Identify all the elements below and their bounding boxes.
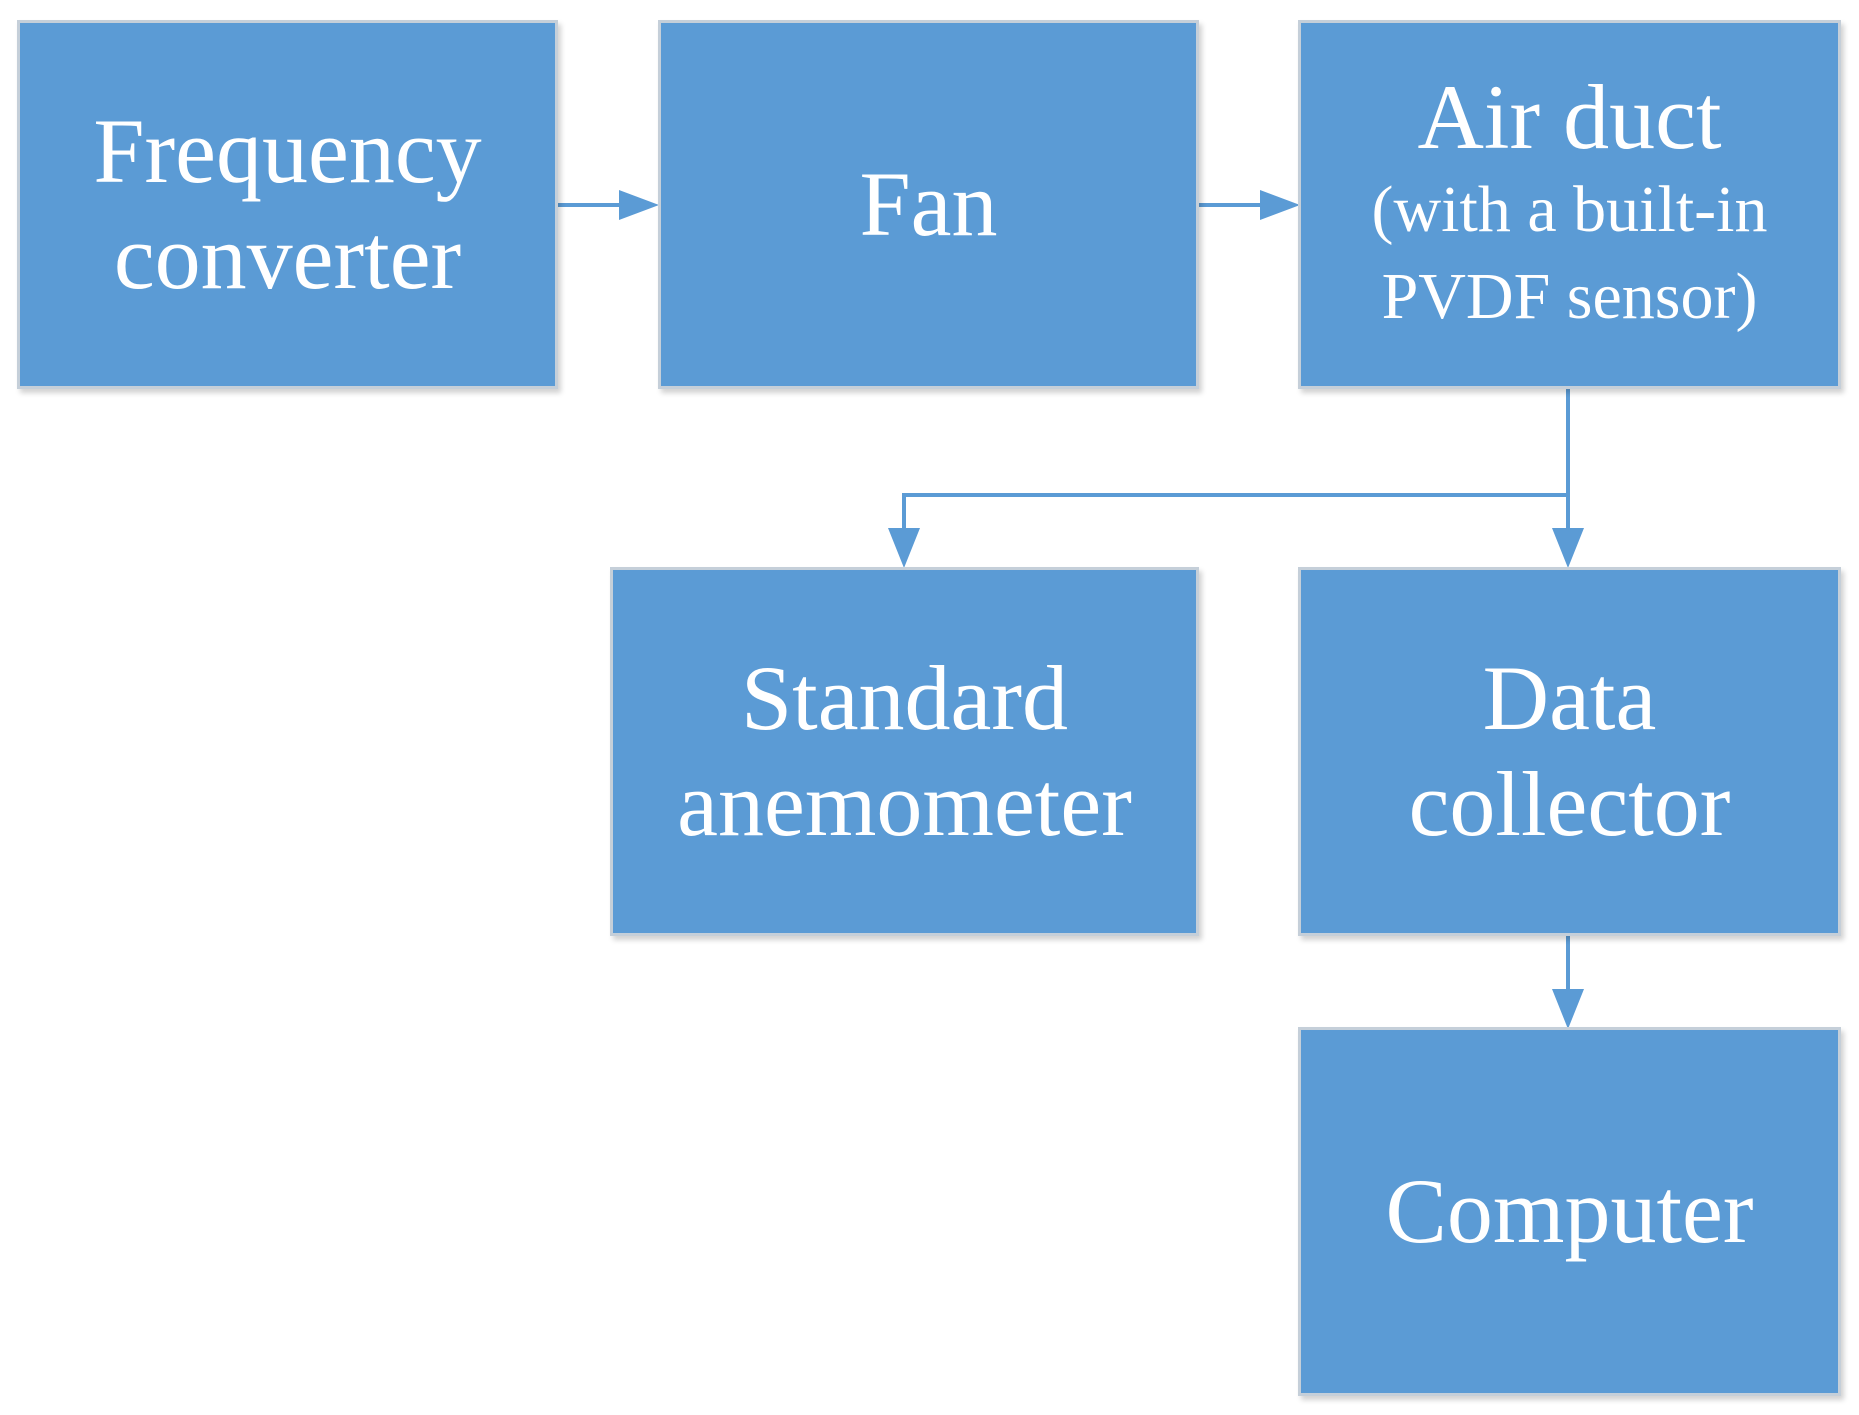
fan-label: Fan: [859, 152, 998, 255]
data-collector-label-line1: Data: [1482, 646, 1657, 749]
fan-box: Fan: [658, 20, 1199, 389]
data-collector-label-line2: collector: [1408, 752, 1731, 855]
arrowhead-standard-anemometer: [888, 528, 920, 568]
air-duct-sublabel-line2: PVDF sensor): [1381, 259, 1758, 333]
standard-anemometer-label-line2: anemometer: [677, 752, 1132, 855]
arrowhead-fan: [619, 190, 659, 220]
frequency-converter-box: Frequency converter: [17, 20, 558, 389]
arrow-air-duct-to-standard-anemometer: [902, 493, 1568, 528]
standard-anemometer-label-line1: Standard: [740, 646, 1069, 749]
computer-box: Computer: [1298, 1027, 1841, 1396]
data-collector-box: Data collector: [1298, 567, 1841, 936]
air-duct-sublabel-line1: (with a built-in: [1371, 172, 1768, 246]
arrowhead-air-duct: [1260, 190, 1300, 220]
arrowhead-computer: [1552, 989, 1584, 1029]
standard-anemometer-box: Standard anemometer: [610, 567, 1199, 936]
air-duct-box: Air duct (with a built-in PVDF sensor): [1298, 20, 1841, 389]
arrowhead-data-collector: [1552, 528, 1584, 568]
frequency-converter-label-line1: Frequency: [93, 99, 482, 202]
frequency-converter-label-line2: converter: [113, 205, 462, 308]
computer-label: Computer: [1385, 1159, 1754, 1262]
air-duct-label: Air duct: [1417, 66, 1722, 169]
